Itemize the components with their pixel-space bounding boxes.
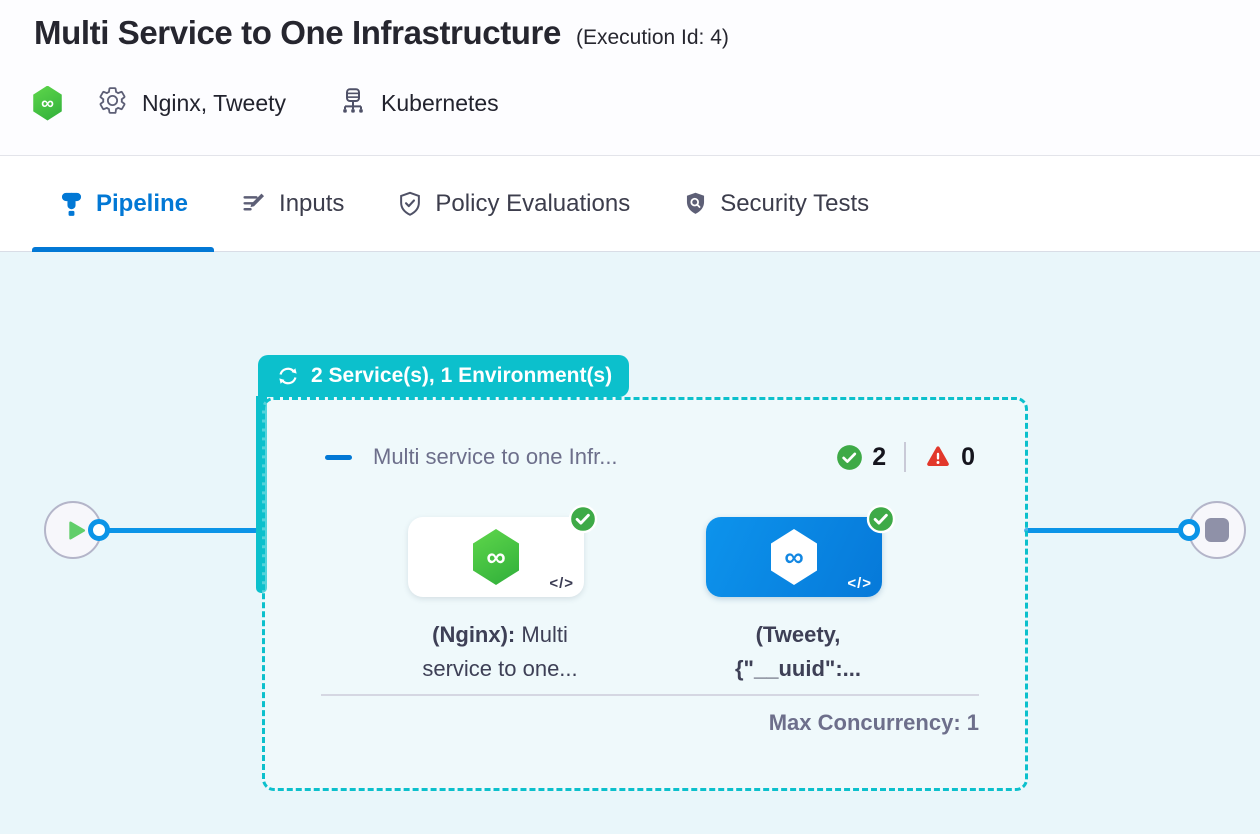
start-node-port (88, 519, 110, 541)
service-label-tweety: (Tweety, {"__uuid":... (598, 618, 998, 686)
service-label-line2: {"__uuid":... (735, 656, 861, 681)
tab-label: Inputs (279, 189, 345, 217)
stage-group-box: Multi service to one Infr... 2 (262, 397, 1028, 791)
harness-service-icon: ∞ (473, 529, 519, 585)
stage-status: 2 0 (836, 442, 975, 472)
tab-label: Policy Evaluations (435, 189, 631, 217)
stage-footer-divider (321, 694, 979, 696)
stage-header: Multi service to one Infr... 2 (323, 442, 975, 472)
pipeline-icon (58, 190, 85, 217)
service-node-tweety[interactable]: ∞ </> (706, 504, 896, 597)
tab-security-tests[interactable]: Security Tests (656, 156, 895, 251)
code-icon: </> (549, 575, 574, 592)
edge-start-to-stage (98, 528, 258, 533)
success-count: 2 (872, 442, 887, 471)
gear-icon (97, 85, 128, 121)
service-label-line2: service to one... (422, 656, 578, 681)
services-label: Nginx, Tweety (142, 89, 287, 116)
service-label-nginx: (Nginx): Multi service to one... (300, 618, 700, 686)
stage-name: Multi service to one Infr... (373, 444, 618, 469)
stop-icon (1205, 518, 1229, 542)
stage-services-badge[interactable]: 2 Service(s), 1 Environment(s) (258, 355, 630, 397)
error-warning-icon (924, 443, 952, 471)
title-row: Multi Service to One Infrastructure (Exe… (34, 14, 729, 52)
tab-pipeline[interactable]: Pipeline (32, 156, 215, 252)
code-icon: </> (847, 575, 872, 592)
error-count: 0 (961, 442, 975, 471)
status-divider (904, 442, 907, 472)
infinity-glyph: ∞ (486, 541, 506, 572)
success-check-icon (866, 504, 896, 534)
policy-shield-check-icon (396, 190, 424, 218)
tab-inputs[interactable]: Inputs (214, 156, 370, 251)
minus-icon (325, 454, 352, 460)
pipeline-canvas: 2 Service(s), 1 Environment(s) Multi ser… (0, 252, 1260, 834)
tab-label: Pipeline (96, 189, 189, 217)
page-header: Multi Service to One Infrastructure (Exe… (0, 0, 1260, 156)
stage-selected-bar (256, 396, 267, 593)
service-label-line1: (Nginx): Multi (432, 622, 568, 647)
success-check-icon (836, 444, 863, 471)
harness-service-icon: ∞ (771, 529, 817, 585)
infinity-glyph: ∞ (41, 92, 54, 113)
play-icon (68, 521, 85, 539)
service-label-line1: (Tweety, (755, 622, 841, 647)
execution-meta-row: ∞ Nginx, Tweety Kubernetes (32, 84, 499, 122)
max-concurrency-label: Max Concurrency: 1 (768, 710, 979, 735)
tab-policy-evaluations[interactable]: Policy Evaluations (370, 156, 656, 251)
collapse-stage-button[interactable] (323, 449, 354, 466)
harness-logo-icon: ∞ (33, 85, 62, 121)
loop-icon (275, 363, 301, 389)
edge-stage-to-end (1024, 528, 1189, 533)
service-node-nginx[interactable]: ∞ </> (408, 504, 598, 597)
infinity-glyph: ∞ (784, 541, 804, 572)
security-shield-icon (682, 190, 709, 217)
stage-badge-label: 2 Service(s), 1 Environment(s) (311, 364, 613, 387)
end-node-port (1178, 519, 1200, 541)
infrastructure-label: Kubernetes (381, 89, 499, 116)
page-title: Multi Service to One Infrastructure (34, 14, 561, 51)
execution-id: (Execution Id: 4) (575, 26, 729, 49)
success-check-icon (568, 504, 598, 534)
tab-bar: Pipeline Inputs Policy Evaluations (0, 156, 1260, 252)
tab-label: Security Tests (720, 189, 870, 217)
inputs-icon (240, 190, 268, 218)
infrastructure-icon (338, 86, 368, 121)
